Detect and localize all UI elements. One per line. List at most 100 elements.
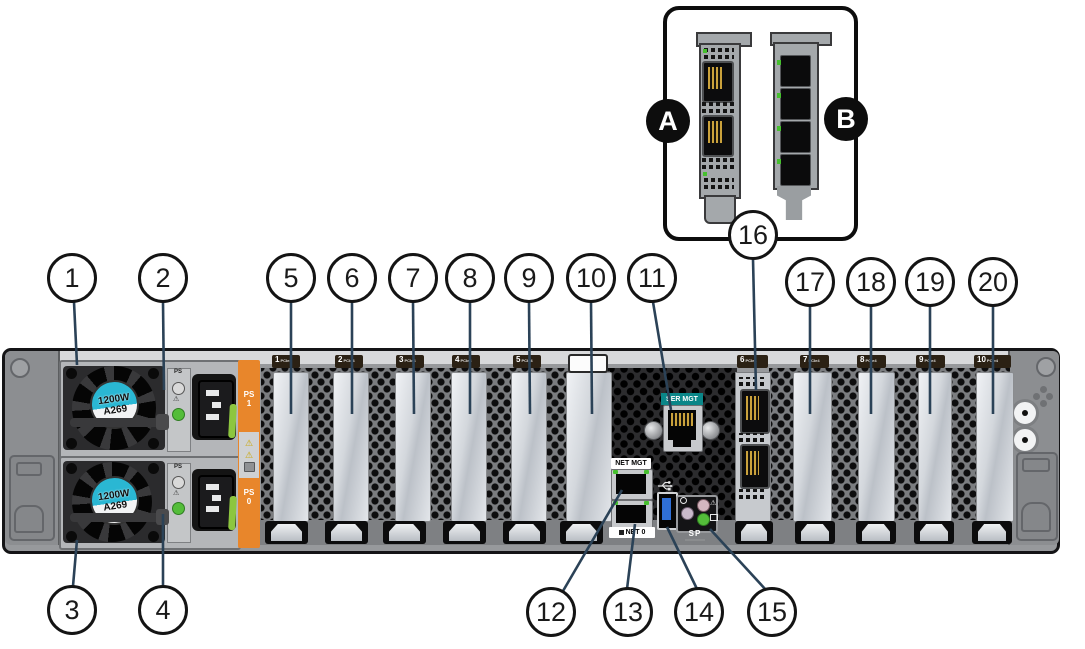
psu0-fan-screw bbox=[148, 463, 159, 474]
slot-latch bbox=[972, 521, 1012, 544]
psu1-fan-screw bbox=[148, 438, 159, 449]
slot-tag-sub: PCIe4 bbox=[343, 358, 355, 363]
callout-7: 7 bbox=[388, 253, 438, 303]
blank-panel bbox=[566, 372, 612, 522]
net-mgt-led-left bbox=[613, 470, 618, 474]
slot-latch bbox=[856, 521, 896, 544]
right-ear-latch-detail bbox=[1021, 502, 1051, 532]
net0-label: NET 0 bbox=[609, 527, 655, 538]
slot-latch bbox=[265, 521, 308, 544]
card-a-port-led bbox=[703, 172, 707, 176]
psu0-fault-icon: ⚠ bbox=[173, 490, 180, 497]
slot-latch bbox=[325, 521, 368, 544]
sp-fault-led bbox=[697, 499, 710, 512]
psu0-ok-led bbox=[172, 502, 185, 515]
psu0-fan-screw bbox=[66, 531, 77, 542]
slot6-card-vent-grid bbox=[739, 377, 766, 386]
slot-latch bbox=[795, 521, 835, 544]
callout-17: 17 bbox=[785, 257, 835, 307]
card-a-vent-grid bbox=[704, 178, 734, 189]
usb-port-tongue bbox=[662, 498, 671, 520]
psu1-led-panel-label: PS bbox=[173, 369, 182, 375]
psu1-ac-pin bbox=[206, 390, 219, 396]
right-ear-hole bbox=[1036, 357, 1056, 377]
slot6-sfp2-pins bbox=[746, 451, 759, 475]
card-b-port-led bbox=[777, 60, 781, 65]
psu1-fan-screw bbox=[148, 368, 159, 379]
card-b-port-led bbox=[777, 159, 781, 164]
card-b-badge: B bbox=[824, 97, 868, 141]
net-mgt-port-inner bbox=[616, 474, 646, 494]
psu0-fan-screw bbox=[148, 531, 159, 542]
psu1-ok-led bbox=[172, 408, 185, 421]
slot-latch bbox=[383, 521, 426, 544]
sp-locator-led bbox=[681, 507, 694, 520]
ethernet-icon bbox=[618, 530, 624, 535]
slot-latch bbox=[735, 521, 773, 544]
pcie-slot7-filler bbox=[793, 372, 832, 522]
left-ear-latch-detail bbox=[14, 505, 44, 533]
psu-id-ps1: PS 1 bbox=[238, 390, 260, 408]
psu1-handle bbox=[70, 418, 162, 427]
fault-warning-icon: ⚠ bbox=[710, 500, 717, 507]
card-a-vent-grid bbox=[704, 47, 734, 59]
slot-tag-num: 1 bbox=[275, 355, 280, 364]
net0-led-right bbox=[644, 501, 649, 505]
usb-icon bbox=[658, 481, 673, 491]
right-ear-vent-dot bbox=[1033, 393, 1040, 400]
card-b-rj45-port-1 bbox=[780, 55, 811, 87]
slot-tag-sub: PCIe4 bbox=[280, 358, 292, 363]
right-ear-latch-detail bbox=[1022, 458, 1050, 472]
slot6-card-vent-grid bbox=[739, 489, 766, 499]
ps0-label-num: 0 bbox=[246, 497, 252, 506]
psu1-ac-pin bbox=[212, 402, 221, 408]
slot-tag-sub: PCIe4 bbox=[745, 358, 757, 363]
callout-8: 8 bbox=[445, 253, 495, 303]
psu0-ac-led bbox=[172, 476, 185, 489]
slot-latch bbox=[443, 521, 486, 544]
callout-18: 18 bbox=[846, 257, 896, 307]
psu1-fault-icon: ⚠ bbox=[173, 396, 180, 403]
psu0-ac-pin bbox=[212, 495, 221, 501]
slot-tag-num: 10 bbox=[977, 355, 986, 364]
ser-mgt-pins bbox=[671, 413, 693, 426]
slot-latch bbox=[560, 521, 603, 544]
slot-latch bbox=[503, 521, 546, 544]
psu1-ac-led bbox=[172, 382, 185, 395]
card-a-sfp2-pins bbox=[708, 121, 722, 143]
pcie-slot10-filler bbox=[976, 372, 1014, 522]
slot-tag-num: 3 bbox=[399, 355, 404, 364]
slot6-card-vent-grid bbox=[739, 433, 766, 442]
pcie-slot9-filler bbox=[918, 372, 952, 522]
slot-tag-num: 4 bbox=[455, 355, 460, 364]
sp-label: SP bbox=[688, 529, 702, 538]
card-b-port-led bbox=[777, 93, 781, 98]
callout-6: 6 bbox=[327, 253, 377, 303]
psu0-handle bbox=[70, 513, 162, 522]
slot6-sfp1-pins bbox=[746, 396, 759, 420]
callout-9: 9 bbox=[504, 253, 554, 303]
slot-tag-sub: PCIe4 bbox=[808, 358, 820, 363]
callout-20: 20 bbox=[968, 257, 1018, 307]
net-mgt-label: NET MGT bbox=[611, 458, 651, 469]
blank-tag bbox=[568, 354, 608, 373]
psu0-ac-pin bbox=[206, 506, 219, 512]
card-a-vent-grid bbox=[702, 157, 734, 169]
callout-2: 2 bbox=[138, 253, 188, 303]
sp-ok-led bbox=[697, 513, 710, 526]
psu1-fan-screw bbox=[66, 438, 77, 449]
slot-tag-sub: PCIe4 bbox=[521, 358, 533, 363]
right-ear-vent-dot bbox=[1040, 386, 1047, 393]
doc-icon bbox=[243, 462, 255, 472]
callout-4: 4 bbox=[138, 585, 188, 635]
card-b-rj45-port-4 bbox=[780, 154, 811, 186]
net0-port-inner bbox=[616, 505, 646, 523]
